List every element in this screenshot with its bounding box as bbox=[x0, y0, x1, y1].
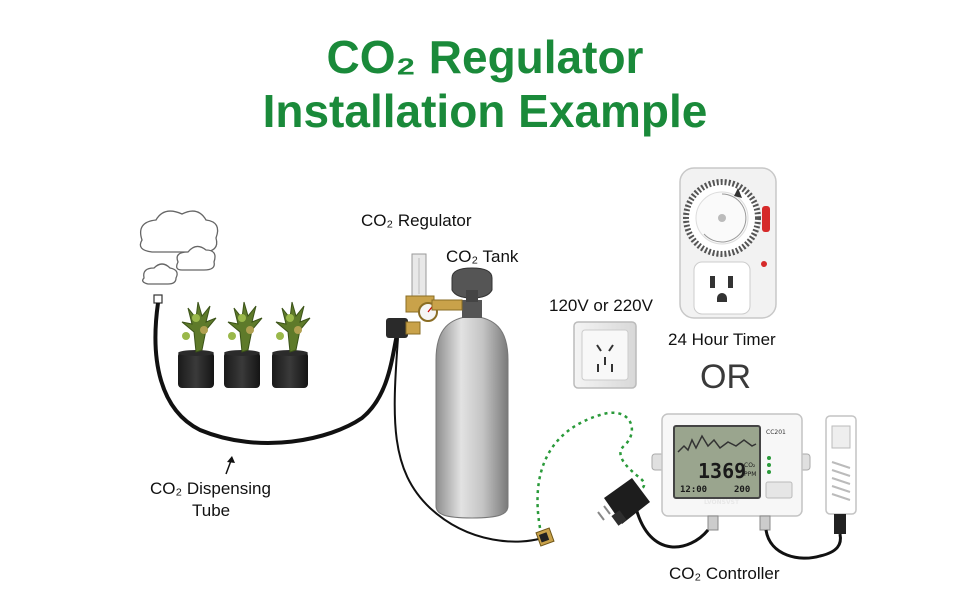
plant-pots bbox=[178, 302, 310, 388]
tank-label: CO₂ Tank bbox=[446, 247, 518, 267]
wall-outlet bbox=[574, 322, 636, 388]
ppm-readout: 1369 bbox=[698, 459, 746, 483]
ppm-unit: PPM bbox=[744, 471, 756, 478]
cable-connector bbox=[536, 528, 554, 546]
co2-sensor bbox=[826, 416, 856, 534]
timer-label: 24 Hour Timer bbox=[668, 330, 776, 350]
co2-tag: CO₂ bbox=[744, 462, 756, 469]
voltage-label: 120V or 220V bbox=[549, 296, 653, 316]
time-readout: 12:00 bbox=[680, 485, 707, 495]
regulator-label: CO₂ Regulator bbox=[361, 211, 472, 231]
timer-switch bbox=[762, 206, 770, 232]
plant-pot bbox=[272, 302, 310, 388]
controller-label: CO₂ Controller bbox=[669, 564, 780, 584]
co2-cloud-icon bbox=[140, 211, 217, 284]
controller-to-sensor-cable bbox=[766, 530, 840, 558]
controller-brand: LVONSVST bbox=[704, 499, 740, 506]
timer-device bbox=[680, 168, 776, 318]
tube-pointer-arrow bbox=[226, 456, 235, 474]
solenoid-valve bbox=[386, 318, 408, 338]
plant-pot bbox=[224, 302, 262, 388]
co2-controller: 1369 CO₂ PPM 12:00 200 LVONSVST CC201 bbox=[652, 414, 810, 530]
power-adapter bbox=[598, 478, 650, 526]
dispensing-tube-label-line-2: Tube bbox=[192, 501, 230, 521]
plant-pot bbox=[178, 302, 216, 388]
secondary-readout: 200 bbox=[734, 485, 750, 495]
or-label: OR bbox=[700, 358, 751, 397]
controller-model: CC201 bbox=[766, 429, 786, 436]
tube-outlet bbox=[154, 295, 162, 303]
dispensing-tube-label-line-1: CO₂ Dispensing bbox=[150, 479, 271, 499]
